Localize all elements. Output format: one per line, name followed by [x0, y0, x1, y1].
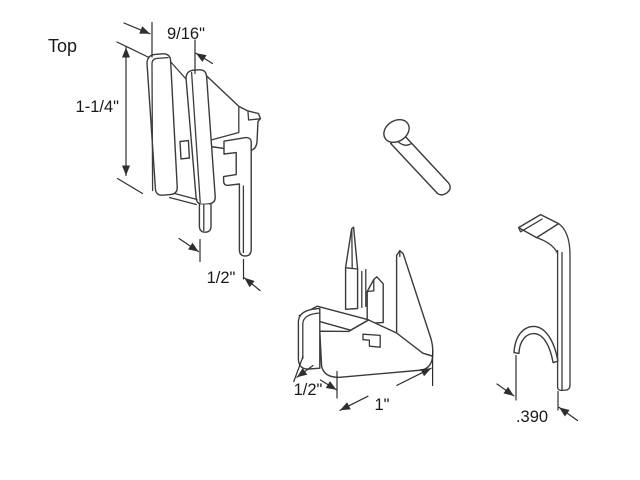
cam-slot: [362, 333, 381, 348]
dim-cam-depth-1-2: 1/2": [293, 355, 338, 399]
keeper-slot-tab: [179, 139, 191, 160]
spring-clip-drawing: [513, 213, 571, 392]
dim-label-cam-length: 1": [374, 396, 389, 414]
dim-label-width: 9/16": [167, 25, 205, 43]
keeper-left-prong: [198, 203, 212, 233]
dim-width-9-16: 9/16": [123, 21, 214, 75]
dim-cam-length-1: 1": [339, 350, 434, 414]
pin-head: [383, 118, 410, 144]
clip-arch: [513, 325, 559, 364]
dim-label-cam-depth: 1/2": [294, 381, 323, 399]
dim-prong-1-2: 1/2": [178, 237, 261, 292]
cam-front-cap: [297, 307, 321, 370]
pin-shaft: [389, 133, 451, 196]
clip-hook: [517, 213, 560, 239]
dim-height-1-1-4: 1-1/4": [76, 41, 150, 195]
dim-label-height: 1-1/4": [76, 98, 120, 116]
dim-label-clip-offset: .390: [516, 408, 548, 426]
dim-clip-390: .390: [496, 354, 579, 426]
rivet-pin-drawing: [383, 118, 451, 196]
dim-label-prong: 1/2": [207, 269, 236, 287]
cam-middle-blade: [366, 276, 384, 325]
keeper-hook: [222, 136, 252, 257]
latch-cam-drawing: [297, 226, 434, 378]
view-label: Top: [48, 36, 77, 56]
latch-keeper-drawing: [146, 53, 262, 257]
